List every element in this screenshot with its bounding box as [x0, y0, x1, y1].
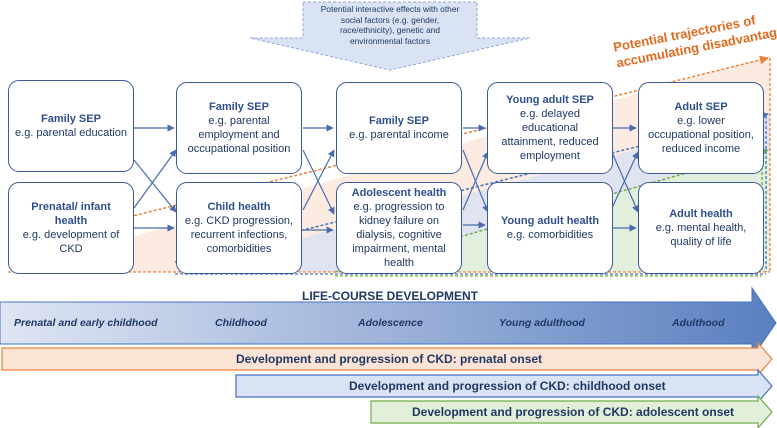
box-adult-health: Adult health e.g. mental health, quality…: [638, 182, 764, 274]
box-title: Family SEP: [369, 115, 429, 127]
stage-childhood: Childhood: [215, 317, 267, 329]
box-detail: e.g. parental education: [15, 127, 127, 139]
arrow-sep1-child: [133, 159, 177, 213]
box-detail: e.g. CKD progression, recurrent infectio…: [184, 215, 294, 255]
ckd-label-prenatal: Development and progression of CKD: pren…: [236, 352, 543, 366]
box-detail: e.g. lower occupational position, reduce…: [648, 115, 754, 155]
box-title: Young adult SEP: [506, 94, 594, 106]
box-detail: e.g. parental income: [349, 129, 449, 141]
ckd-label-childhood: Development and progression of CKD: chil…: [349, 379, 666, 393]
box-detail: e.g. development of CKD: [22, 229, 120, 255]
arrow-adol-yasep: [462, 151, 489, 211]
box-detail: e.g. mental health, quality of life: [655, 222, 747, 248]
box-family-sep-3: Family SEP e.g. parental income: [336, 82, 462, 174]
box-young-adult-health: Young adult health e.g. comorbidities: [487, 182, 613, 274]
stage-adolescence: Adolescence: [358, 317, 423, 329]
interactive-effects-arrow: [249, 1, 531, 71]
box-title: Child health: [207, 201, 271, 213]
arrow-prenatal-sep2: [133, 149, 177, 209]
stage-prenatal-early-childhood: Prenatal and early childhood: [14, 317, 158, 329]
stage-adulthood: Adulthood: [672, 317, 725, 329]
box-family-sep-1: Family SEP e.g. parental education: [8, 80, 134, 172]
stage-young-adulthood: Young adulthood: [499, 317, 585, 329]
box-child-health: Child health e.g. CKD progression, recur…: [176, 182, 302, 274]
connector-arrows: [133, 124, 639, 234]
box-title: Adult health: [669, 208, 733, 220]
ckd-arrow-childhood-shape: [235, 368, 773, 404]
box-detail: e.g. delayed educational attainment, red…: [501, 108, 599, 162]
box-title: Family SEP: [209, 101, 269, 113]
box-detail: e.g. progression to kidney failure on di…: [352, 201, 446, 269]
box-adult-sep: Adult SEP e.g. lower occupational positi…: [638, 82, 764, 174]
box-prenatal-health: Prenatal/ infant health e.g. development…: [8, 182, 134, 274]
box-title: Family SEP: [41, 113, 101, 125]
box-adolescent-health: Adolescent health e.g. progression to ki…: [336, 182, 462, 274]
box-title: Prenatal/ infant health: [31, 201, 111, 227]
ckd-label-adolescent: Development and progression of CKD: adol…: [412, 405, 735, 419]
box-family-sep-2: Family SEP e.g. parental employment and …: [176, 82, 302, 174]
box-title: Young adult health: [500, 215, 600, 227]
box-detail: e.g. parental employment and occupationa…: [187, 115, 291, 155]
box-young-adult-sep: Young adult SEP e.g. delayed educational…: [487, 82, 613, 174]
ckd-arrow-adolescent-shape: [370, 394, 773, 428]
life-course-title: LIFE-COURSE DEVELOPMENT: [301, 289, 478, 303]
interactive-effects-text: Potential interactive effects with other…: [320, 4, 460, 46]
life-course-arrow: [0, 286, 777, 360]
box-title: Adolescent health: [351, 187, 447, 199]
box-detail: e.g. comorbidities: [506, 229, 594, 241]
box-title: Adult SEP: [674, 101, 728, 113]
arrow-child-sep3: [302, 149, 335, 211]
arrow-sep2-adol: [302, 149, 335, 215]
ckd-arrow-prenatal-shape: [1, 341, 773, 377]
arrow-yahealth-adultsep: [610, 151, 639, 211]
